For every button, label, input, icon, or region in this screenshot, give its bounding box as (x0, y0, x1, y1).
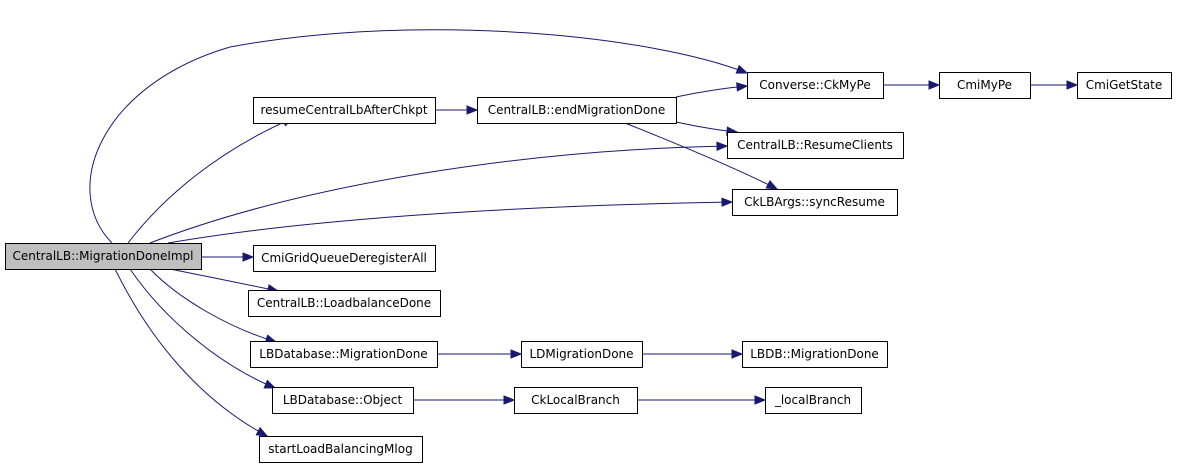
edge-layer (89, 29, 1079, 437)
node-label: LDMigrationDone (529, 347, 633, 361)
edge-migration-done-impl-to-resume-central-lb-after-chkpt (127, 117, 294, 244)
node-ck-lb-args-sync-resume[interactable]: CkLBArgs::syncResume (732, 189, 898, 216)
arrowhead (765, 179, 779, 190)
node-label: CmiGetState (1086, 78, 1163, 92)
edge-migration-done-impl-to-converse-ck-my-pe (89, 29, 748, 244)
arrowhead (721, 197, 734, 207)
node-central-lb-end-migration-done[interactable]: CentralLB::endMigrationDone (477, 97, 677, 124)
node-box (253, 245, 436, 272)
node-box (477, 97, 677, 124)
edge-central-lb-end-migration-done-to-ck-lb-args-sync-resume (624, 122, 778, 190)
node-label: CmiMyPe (957, 78, 1012, 92)
node-cmi-grid-queue-deregister-all[interactable]: CmiGridQueueDeregisterAll (253, 245, 436, 272)
node-lbdb-migration-done[interactable]: LBDB::MigrationDone (742, 341, 888, 368)
node-local-branch[interactable]: _localBranch (765, 387, 862, 414)
arrowhead (731, 349, 744, 359)
arrowhead (503, 395, 516, 405)
node-label: CkLBArgs::syncResume (744, 195, 885, 209)
node-label: resumeCentralLbAfterChkpt (260, 103, 427, 117)
node-box (253, 97, 436, 124)
node-central-lb-loadbalance-done[interactable]: CentralLB::LoadbalanceDone (248, 290, 441, 317)
node-label: startLoadBalancingMlog (268, 442, 412, 456)
node-box (248, 290, 441, 317)
node-box (272, 387, 414, 414)
node-box (727, 132, 904, 159)
node-lb-database-object[interactable]: LBDatabase::Object (272, 387, 414, 414)
node-box (5, 243, 202, 270)
node-ck-local-branch[interactable]: CkLocalBranch (514, 387, 638, 414)
edge-migration-done-impl-to-ck-lb-args-sync-resume (167, 201, 733, 244)
arrowhead (754, 395, 767, 405)
node-label: _localBranch (774, 393, 851, 407)
node-label: CentralLB::endMigrationDone (488, 103, 665, 117)
node-lb-database-migration-done[interactable]: LBDatabase::MigrationDone (250, 341, 438, 368)
node-label: CentralLB::LoadbalanceDone (257, 296, 431, 310)
node-box (259, 436, 423, 463)
arrowhead (928, 80, 941, 90)
node-label: LBDatabase::MigrationDone (259, 347, 427, 361)
arrowhead (735, 64, 749, 74)
node-label: CmiGridQueueDeregisterAll (261, 251, 427, 265)
node-label: CkLocalBranch (531, 393, 620, 407)
node-box (742, 341, 888, 368)
arrowhead (510, 349, 523, 359)
edge-migration-done-impl-to-start-load-balancing-mlog (114, 268, 268, 437)
node-cmi-my-pe[interactable]: CmiMyPe (939, 72, 1031, 99)
node-label: LBDatabase::Object (283, 393, 403, 407)
node-box (1077, 72, 1172, 99)
edge-migration-done-impl-to-lb-database-migration-done (149, 268, 277, 343)
arrowhead (1066, 80, 1079, 90)
node-box (521, 341, 643, 368)
node-ld-migration-done[interactable]: LDMigrationDone (521, 341, 643, 368)
arrowhead (263, 379, 277, 389)
node-migration-done-impl[interactable]: CentralLB::MigrationDoneImpl (5, 243, 202, 270)
edge-migration-done-impl-to-central-lb-loadbalance-done (169, 268, 279, 292)
node-label: CentralLB::ResumeClients (737, 138, 893, 152)
arrowhead (242, 252, 255, 262)
node-resume-central-lb-after-chkpt[interactable]: resumeCentralLbAfterChkpt (253, 97, 436, 124)
node-layer: CentralLB::MigrationDoneImpl resumeCentra… (5, 72, 1172, 463)
node-box (765, 387, 862, 414)
node-converse-ck-my-pe[interactable]: Converse::CkMyPe (747, 72, 884, 99)
arrowhead (466, 105, 479, 115)
edge-central-lb-end-migration-done-to-converse-ck-my-pe (675, 85, 748, 98)
node-box (732, 189, 898, 216)
node-start-load-balancing-mlog[interactable]: startLoadBalancingMlog (259, 436, 423, 463)
node-cmi-get-state[interactable]: CmiGetState (1077, 72, 1172, 99)
node-label: CentralLB::MigrationDoneImpl (12, 249, 193, 263)
node-box (514, 387, 638, 414)
node-label: LBDB::MigrationDone (750, 347, 879, 361)
node-central-lb-resume-clients[interactable]: CentralLB::ResumeClients (727, 132, 904, 159)
edge-migration-done-impl-to-lb-database-object (129, 268, 276, 389)
node-label: Converse::CkMyPe (759, 78, 870, 92)
edge-migration-done-impl-to-central-lb-resume-clients (149, 145, 728, 244)
arrowhead (255, 426, 269, 437)
arrowhead (716, 141, 729, 151)
node-box (747, 72, 884, 99)
arrowhead (736, 82, 749, 92)
node-box (939, 72, 1031, 99)
node-box (250, 341, 438, 368)
